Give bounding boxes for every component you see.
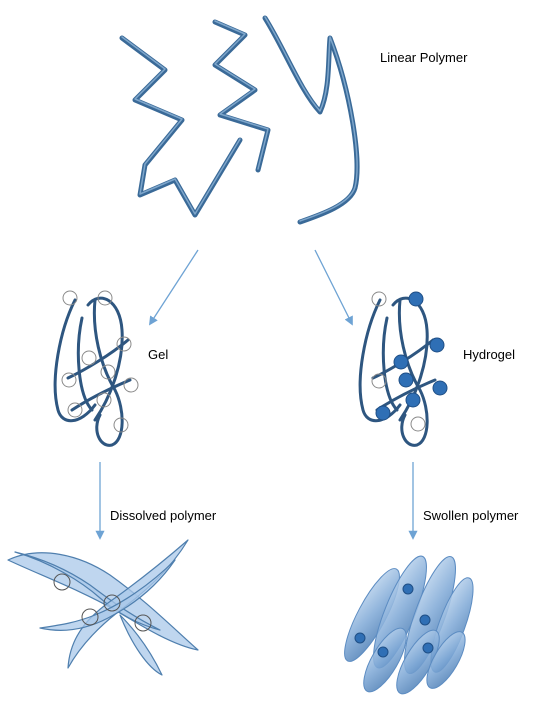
arrows — [100, 250, 413, 538]
swollen-crosslink — [423, 643, 433, 653]
gel-crosslink — [68, 403, 82, 417]
hydrogel-filled-crosslink — [399, 373, 413, 387]
dissolved-polymer-label: Dissolved polymer — [110, 508, 216, 524]
hydrogel-filled-crosslink — [394, 355, 408, 369]
arrow-to-gel — [150, 250, 198, 324]
gel-label: Gel — [148, 347, 168, 363]
hydrogel-open-crosslink — [411, 417, 425, 431]
arrow-to-hydrogel — [315, 250, 352, 324]
hydrogel-label: Hydrogel — [463, 347, 515, 363]
swollen-crosslink — [403, 584, 413, 594]
swollen-crosslink — [355, 633, 365, 643]
hydrogel-filled-crosslink — [406, 393, 420, 407]
hydrogel-filled-crosslink — [376, 406, 390, 420]
swollen-polymer — [335, 551, 481, 700]
linear-polymer-chains — [122, 17, 357, 222]
gel-network — [55, 291, 138, 445]
dissolved-polymer — [8, 540, 198, 675]
swollen-crosslink — [420, 615, 430, 625]
gel-crosslink — [82, 351, 96, 365]
swollen-crosslink — [378, 647, 388, 657]
gel-crosslink — [63, 291, 77, 305]
linear-polymer-label: Linear Polymer — [380, 50, 467, 66]
hydrogel-filled-crosslink — [433, 381, 447, 395]
linear-chain-3 — [265, 18, 357, 222]
hydrogel-filled-crosslink — [430, 338, 444, 352]
gel-crosslink — [62, 373, 76, 387]
hydrogel-filled-crosslink — [409, 292, 423, 306]
swollen-polymer-label: Swollen polymer — [423, 508, 518, 524]
linear-chain-2 — [215, 22, 268, 170]
hydrogel-network — [360, 292, 447, 445]
